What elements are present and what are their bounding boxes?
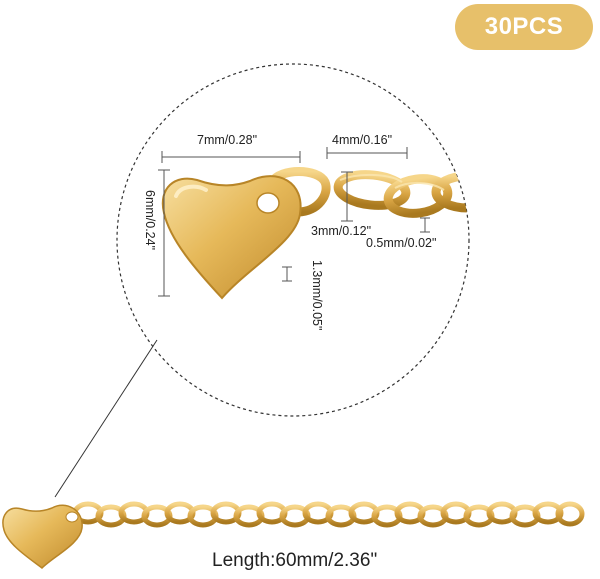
link-width-label: 3mm/0.12": [311, 224, 372, 238]
quantity-badge: 30PCS: [455, 4, 593, 50]
heart-width-label: 7mm/0.28": [197, 133, 258, 147]
full-chain-extender: [2, 501, 585, 569]
heart-height-label: 6mm/0.24": [143, 190, 157, 251]
zoomed-heart-charm: [161, 175, 302, 300]
dimension-lines: [158, 147, 430, 297]
zoomed-chain: [266, 167, 469, 218]
magnifier-circle: [116, 63, 470, 417]
quantity-badge-label: 30PCS: [484, 13, 564, 40]
chain-length-label: Length:60mm/2.36": [212, 550, 378, 571]
magnifier-pointer-line: [54, 339, 158, 498]
link-length-label: 4mm/0.16": [332, 133, 393, 147]
wire-diameter-label: 0.5mm/0.02": [366, 236, 437, 250]
heart-thickness-label: 1.3mm/0.05": [310, 260, 324, 331]
